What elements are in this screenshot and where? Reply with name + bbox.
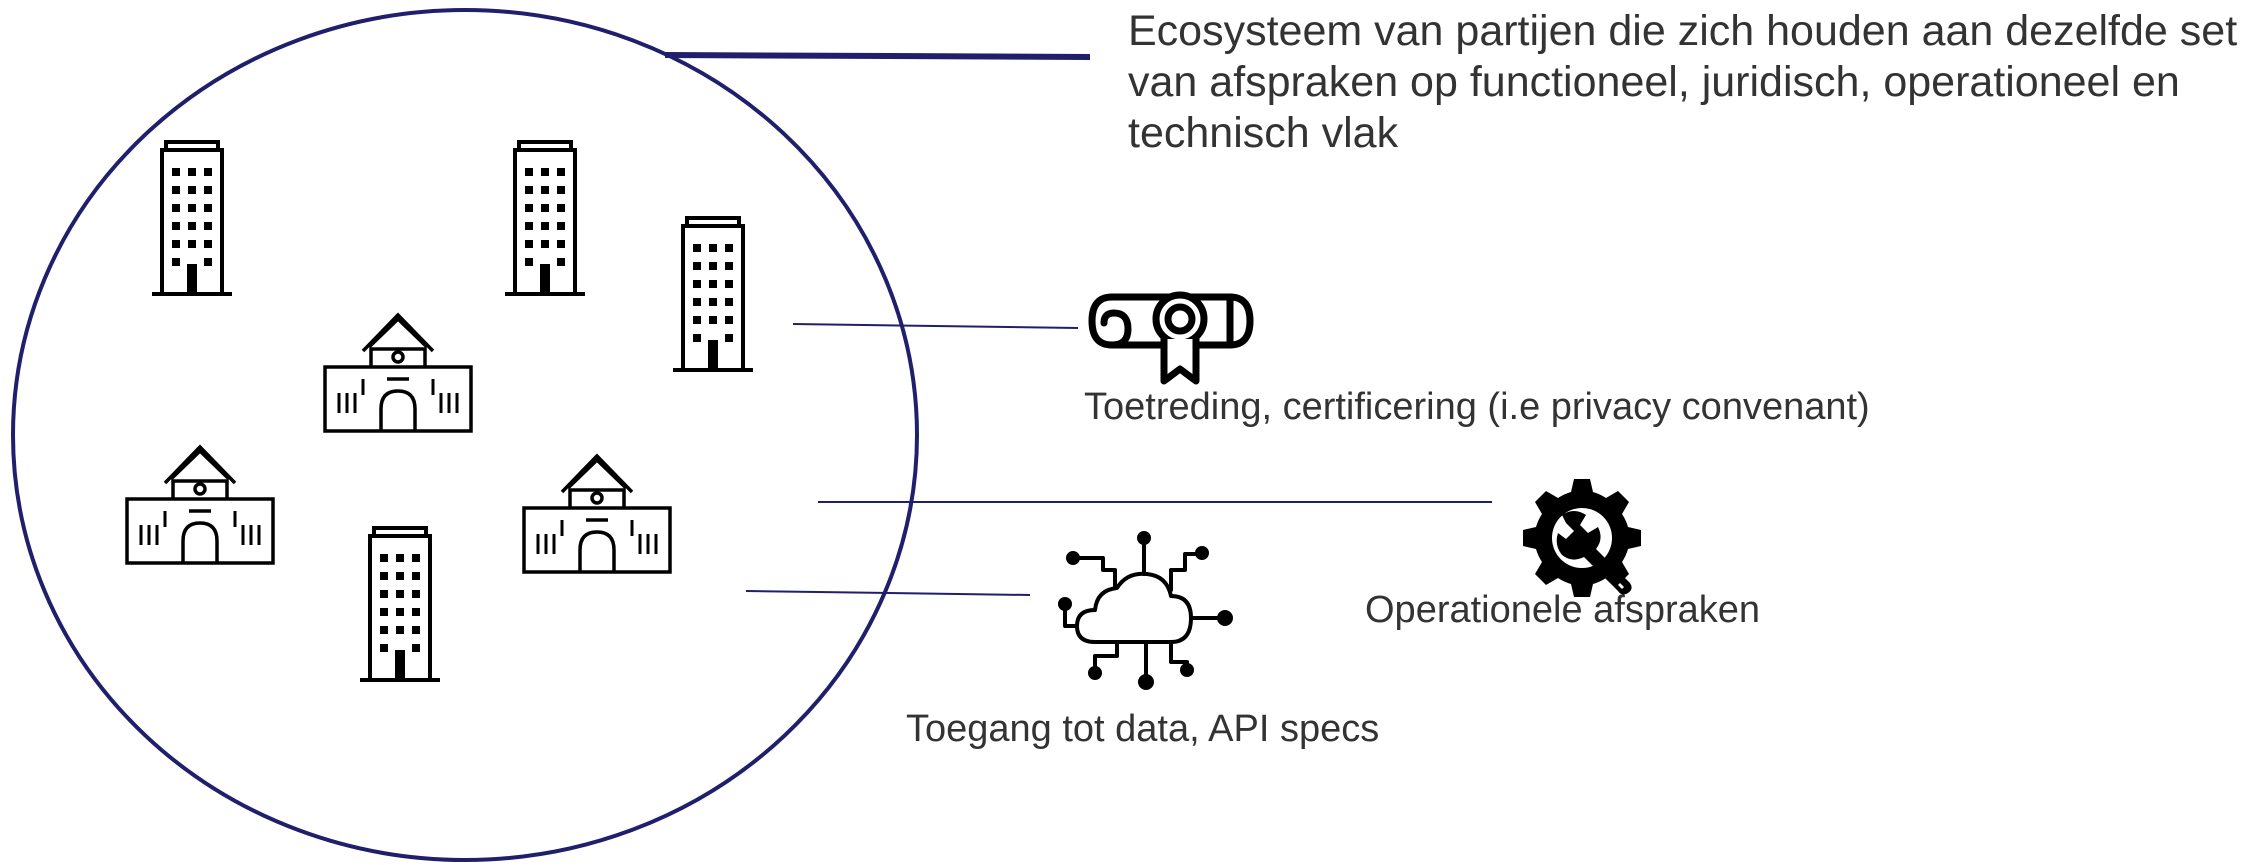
toegang-connector bbox=[745, 590, 1031, 596]
office-building-icon bbox=[503, 140, 587, 296]
office-building-icon bbox=[671, 216, 755, 372]
ecosystem-ring bbox=[11, 8, 919, 862]
toetreding-label: Toetreding, certificering (i.e privacy c… bbox=[1084, 386, 1870, 428]
cloud-network-icon bbox=[1058, 531, 1233, 690]
school-building-icon bbox=[125, 445, 275, 565]
school-building-icon bbox=[323, 313, 473, 433]
headline-connector bbox=[664, 52, 1091, 60]
operationeel-label: Operationele afspraken bbox=[1365, 589, 1761, 631]
gear-wrench-icon bbox=[1523, 479, 1641, 597]
school-building-icon bbox=[522, 454, 672, 574]
ecosystem-headline: Ecosysteem van partijen die zich houden … bbox=[1128, 7, 2238, 157]
toetreding-connector bbox=[792, 323, 1079, 329]
toegang-label: Toegang tot data, API specs bbox=[906, 708, 1380, 750]
office-building-icon bbox=[358, 526, 442, 682]
office-building-icon bbox=[150, 140, 234, 296]
certificate-scroll-icon bbox=[1088, 291, 1254, 385]
